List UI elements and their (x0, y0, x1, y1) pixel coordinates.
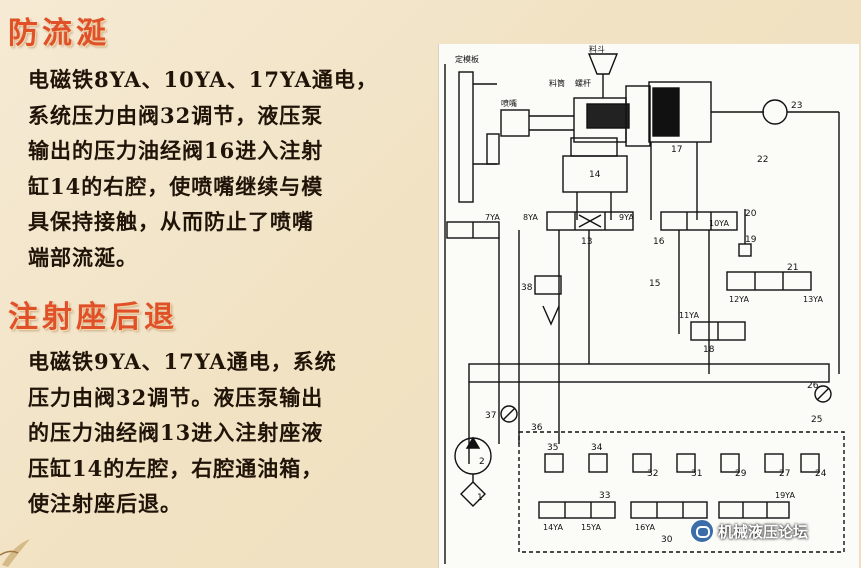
label-9ya: 9YA (619, 213, 634, 222)
section-heading-seat-retract: 注射座后退 (8, 300, 178, 335)
label-10ya: 10YA (709, 219, 729, 228)
label-31: 31 (691, 469, 702, 479)
section-body-anti-drool: 电磁铁8YA、10YA、17YA通电， 系统压力由阀32调节，液压泵 输出的压力… (28, 62, 423, 275)
body-line: 端部流涎。 (28, 244, 138, 270)
label-35: 35 (547, 443, 558, 453)
label-32: 32 (647, 469, 658, 479)
forum-logo-icon (690, 519, 714, 543)
label-15: 15 (649, 279, 660, 289)
label-20: 20 (745, 209, 757, 219)
label-11ya: 11YA (679, 311, 699, 320)
body-line: 输出的压力油经阀16进入注射 (28, 138, 324, 163)
label-38: 38 (521, 283, 533, 293)
label-30: 30 (661, 535, 673, 545)
watermark: 机械液压论坛 (690, 519, 850, 543)
section-heading-anti-drool: 防流涎 (8, 16, 110, 51)
label-25: 25 (811, 415, 822, 425)
label-27: 27 (779, 469, 790, 479)
label-13ya: 13YA (803, 295, 823, 304)
label-16ya: 16YA (635, 523, 655, 532)
label-16: 16 (653, 237, 665, 247)
text-panel: 防流涎 电磁铁8YA、10YA、17YA通电， 系统压力由阀32调节，液压泵 输… (0, 0, 430, 568)
label-19ya: 19YA (775, 491, 795, 500)
label-21: 21 (787, 263, 798, 273)
body-line: 电磁铁8YA、10YA、17YA通电， (28, 67, 378, 92)
label-1: 1 (477, 493, 483, 503)
body-line: 系统压力由阀32调节，液压泵 (28, 102, 324, 128)
body-line: 压力由阀32调节。液压泵输出 (28, 384, 324, 410)
label-15ya: 15YA (581, 523, 601, 532)
label-2: 2 (479, 457, 485, 467)
label-33: 33 (599, 491, 610, 501)
body-line: 具保持接触，从而防止了喷嘴 (28, 209, 314, 234)
body-line: 的压力油经阀13进入注射座液 (28, 420, 324, 445)
hydraulic-schematic-svg: 定模板 料斗 喷嘴 料筒 螺杆 14 17 23 22 13 16 20 19 … (444, 44, 845, 564)
label-barrel: 料筒 (549, 78, 565, 88)
label-8ya: 8YA (523, 213, 538, 222)
label-7ya: 7YA (485, 213, 500, 222)
flourish-decoration (0, 539, 30, 567)
body-line: 电磁铁9YA、17YA通电，系统 (28, 349, 337, 374)
label-14: 14 (589, 170, 601, 180)
label-fixed-plate: 定模板 (455, 54, 479, 64)
body-line: 缸14的右腔，使喷嘴继续与模 (28, 173, 324, 199)
label-26: 26 (807, 381, 819, 391)
label-34: 34 (591, 443, 603, 453)
body-line: 使注射座后退。 (28, 491, 182, 516)
hydraulic-diagram: 定模板 料斗 喷嘴 料筒 螺杆 14 17 23 22 13 16 20 19 … (438, 44, 859, 568)
label-screw: 螺杆 (575, 78, 591, 88)
label-22: 22 (757, 155, 768, 165)
label-12ya: 12YA (729, 295, 749, 304)
label-24: 24 (815, 469, 827, 479)
watermark-text: 机械液压论坛 (718, 522, 809, 541)
label-13: 13 (581, 237, 592, 247)
body-line: 压缸14的左腔，右腔通油箱， (28, 455, 324, 481)
label-17: 17 (671, 145, 682, 155)
label-29: 29 (735, 469, 747, 479)
section-body-seat-retract: 电磁铁9YA、17YA通电，系统 压力由阀32调节。液压泵输出 的压力油经阀13… (28, 344, 423, 522)
label-14ya: 14YA (543, 523, 563, 532)
label-36: 36 (531, 423, 543, 433)
label-18: 18 (703, 345, 715, 355)
label-37: 37 (485, 411, 496, 421)
label-nozzle: 喷嘴 (501, 98, 517, 108)
label-hopper: 料斗 (589, 44, 605, 54)
label-19: 19 (745, 235, 757, 245)
label-23: 23 (791, 101, 802, 111)
